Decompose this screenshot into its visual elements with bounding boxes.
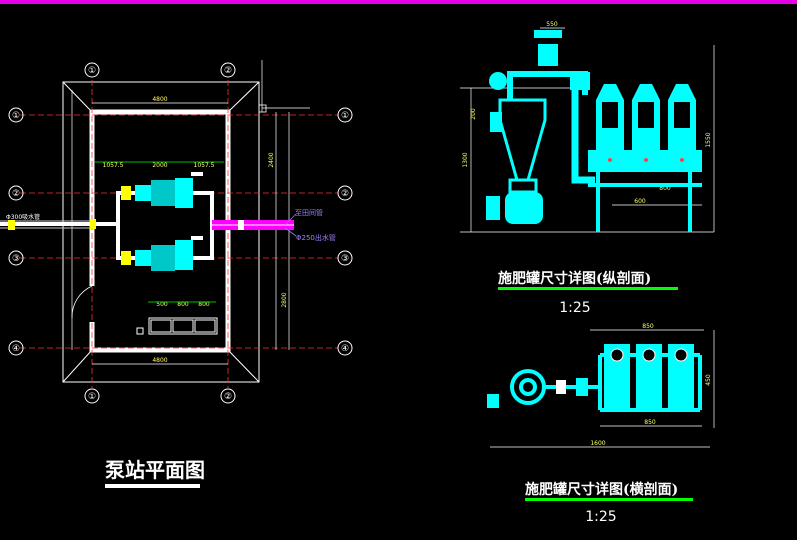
vertical-detail-title-underline xyxy=(498,287,678,290)
vd-dim-bottom-a: 600 xyxy=(634,198,646,205)
inlet-flange xyxy=(486,196,500,220)
hd-dim-top: 850 xyxy=(642,323,654,330)
horizontal-detail-title: 施肥罐尺寸详图(横剖面) xyxy=(525,481,678,498)
building-walls xyxy=(89,109,231,353)
horizontal-filter-caps xyxy=(610,348,688,362)
tank-row xyxy=(136,317,218,335)
horizontal-detail-scale: 1:25 xyxy=(585,509,616,525)
dim-right-b: 2800 xyxy=(281,292,288,307)
plan-title: 泵站平面图 xyxy=(105,458,205,482)
axis-label-row-4: ④ xyxy=(12,344,20,354)
horizontal-valve xyxy=(556,380,566,394)
plan-title-underline xyxy=(105,484,200,488)
axis-label-col-2-bottom: ② xyxy=(224,392,232,402)
axis-label-col-1-bottom: ① xyxy=(88,392,96,402)
vertical-detail-title: 施肥罐尺寸详图(纵剖面) xyxy=(498,270,651,287)
vd-dim-left: 1300 xyxy=(462,152,469,167)
reference-marker xyxy=(258,104,267,113)
cyclone-separator xyxy=(498,98,547,194)
horizontal-detail-title-underline xyxy=(525,498,693,501)
filter-windows xyxy=(602,102,690,128)
hd-dim-bottom-b: 850 xyxy=(644,419,656,426)
axis-label-col-1: ① xyxy=(88,66,96,76)
axis-label-col-2: ② xyxy=(224,66,232,76)
dim-bottom: 4800 xyxy=(152,357,167,364)
axis-label-row-2-right: ② xyxy=(341,189,349,199)
vertical-detail-scale: 1:25 xyxy=(559,300,590,316)
roof-hip-line xyxy=(227,349,260,383)
hd-dim-right: 450 xyxy=(705,374,712,386)
door-opening xyxy=(89,286,96,322)
horizontal-detail-dim-lines xyxy=(490,329,715,448)
fertilizer-tank-horizontal-detail: 850 1600 850 450 施肥罐尺寸详图(横剖面) xyxy=(487,323,715,525)
axis-label-row-3: ③ xyxy=(12,254,20,264)
dim-pump-spacing-2: 2000 xyxy=(152,162,167,169)
axis-lines xyxy=(20,80,338,388)
side-valve xyxy=(490,112,502,132)
elbow-flange xyxy=(570,72,590,90)
dim-tank-1: 500 xyxy=(156,301,168,308)
riser-pipe xyxy=(571,90,595,184)
dim-right-a: 2400 xyxy=(268,152,275,167)
outlet-wall-sleeve xyxy=(238,220,244,230)
vd-dim-right: 1550 xyxy=(705,132,712,147)
horizontal-valve-body xyxy=(576,378,588,396)
dim-pump-spacing-1: 1057.5 xyxy=(103,162,124,169)
horizontal-inlet-flange xyxy=(487,394,499,408)
outlet-leader xyxy=(284,227,297,237)
top-valve xyxy=(538,44,558,66)
inlet-label: Φ300吸水管 xyxy=(6,213,40,221)
outlet-top-label: 至田间管 xyxy=(295,208,323,217)
vd-dim-top: 550 xyxy=(546,21,558,28)
dim-top: 4800 xyxy=(152,96,167,103)
pump-unit-lower xyxy=(121,236,203,271)
axis-label-row-1-right: ① xyxy=(341,111,349,121)
top-accent-bar xyxy=(0,0,797,4)
outlet-leader xyxy=(284,213,297,226)
door-swing xyxy=(71,285,93,319)
axis-label-row-3-right: ③ xyxy=(341,254,349,264)
wall-sleeve xyxy=(90,219,96,229)
top-cap xyxy=(534,30,562,38)
filter-stand-legs xyxy=(588,172,702,232)
filter-markers xyxy=(608,158,684,162)
roof-hip-line xyxy=(62,81,93,113)
dim-pump-spacing-3: 1057.5 xyxy=(194,162,215,169)
pump-unit-upper xyxy=(121,172,203,208)
inlet-valve xyxy=(8,220,15,230)
axis-label-row-2: ② xyxy=(12,189,20,199)
hd-dim-bottom-a: 1600 xyxy=(590,440,605,447)
roof-hip-line xyxy=(227,81,260,113)
dim-tank-2: 800 xyxy=(177,301,189,308)
outlet-label: Φ250出水管 xyxy=(296,233,336,242)
fertilizer-tank-vertical-detail: 550 1300 1550 600 800 200 xyxy=(460,21,715,316)
gauge-ball xyxy=(489,72,507,90)
dimension-lines xyxy=(71,60,310,365)
axis-label-row-4-right: ④ xyxy=(341,344,349,354)
vertical-detail-dim-lines xyxy=(460,27,715,233)
dim-tank-3: 800 xyxy=(198,301,210,308)
sand-tank xyxy=(505,192,543,224)
pump-station-plan: ① ② ① ② ① ② ③ ④ ① ② ③ ④ 4800 4800 24 xyxy=(0,60,353,488)
roof-hip-line xyxy=(62,349,93,383)
axis-label-row-1: ① xyxy=(12,111,20,121)
vd-dim-small: 200 xyxy=(470,108,477,120)
vd-dim-bottom-b: 800 xyxy=(659,185,671,192)
roof-outline xyxy=(62,81,260,383)
